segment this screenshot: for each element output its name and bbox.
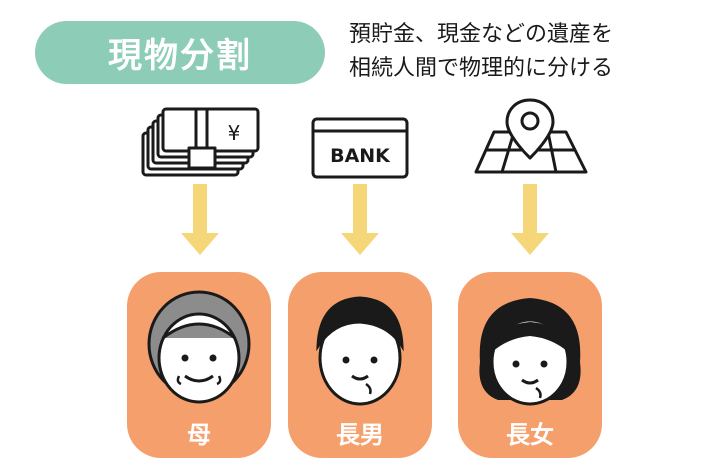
heir-card-eldest-daughter: 長女: [458, 272, 602, 458]
arrow-1: [181, 184, 219, 255]
yen-symbol: ¥: [228, 121, 241, 145]
heir-label: 母: [187, 421, 211, 449]
bank-label: BANK: [330, 145, 391, 167]
mother-face-icon: [147, 290, 251, 404]
son-face-icon: [316, 296, 404, 406]
description-line-1: 預貯金、現金などの遺産を: [349, 22, 614, 47]
title: 現物分割: [108, 36, 252, 76]
heir-label: 長女: [506, 421, 554, 449]
arrow-2: [341, 184, 379, 255]
heir-card-eldest-son: 長男: [288, 272, 432, 458]
title-pill: 現物分割: [35, 21, 325, 84]
arrows: [181, 184, 549, 255]
heir-label: 長男: [336, 421, 384, 449]
map-pin-icon: [474, 98, 588, 174]
money-stack-icon: [141, 107, 260, 177]
daughter-face-icon: [479, 298, 581, 406]
heir-card-mother: 母: [127, 272, 271, 458]
description-line-2: 相続人間で物理的に分ける: [349, 56, 614, 81]
arrow-3: [511, 184, 549, 255]
bank-card-icon: [311, 117, 409, 179]
description: 預貯金、現金などの遺産を 相続人間で物理的に分ける: [349, 18, 709, 86]
